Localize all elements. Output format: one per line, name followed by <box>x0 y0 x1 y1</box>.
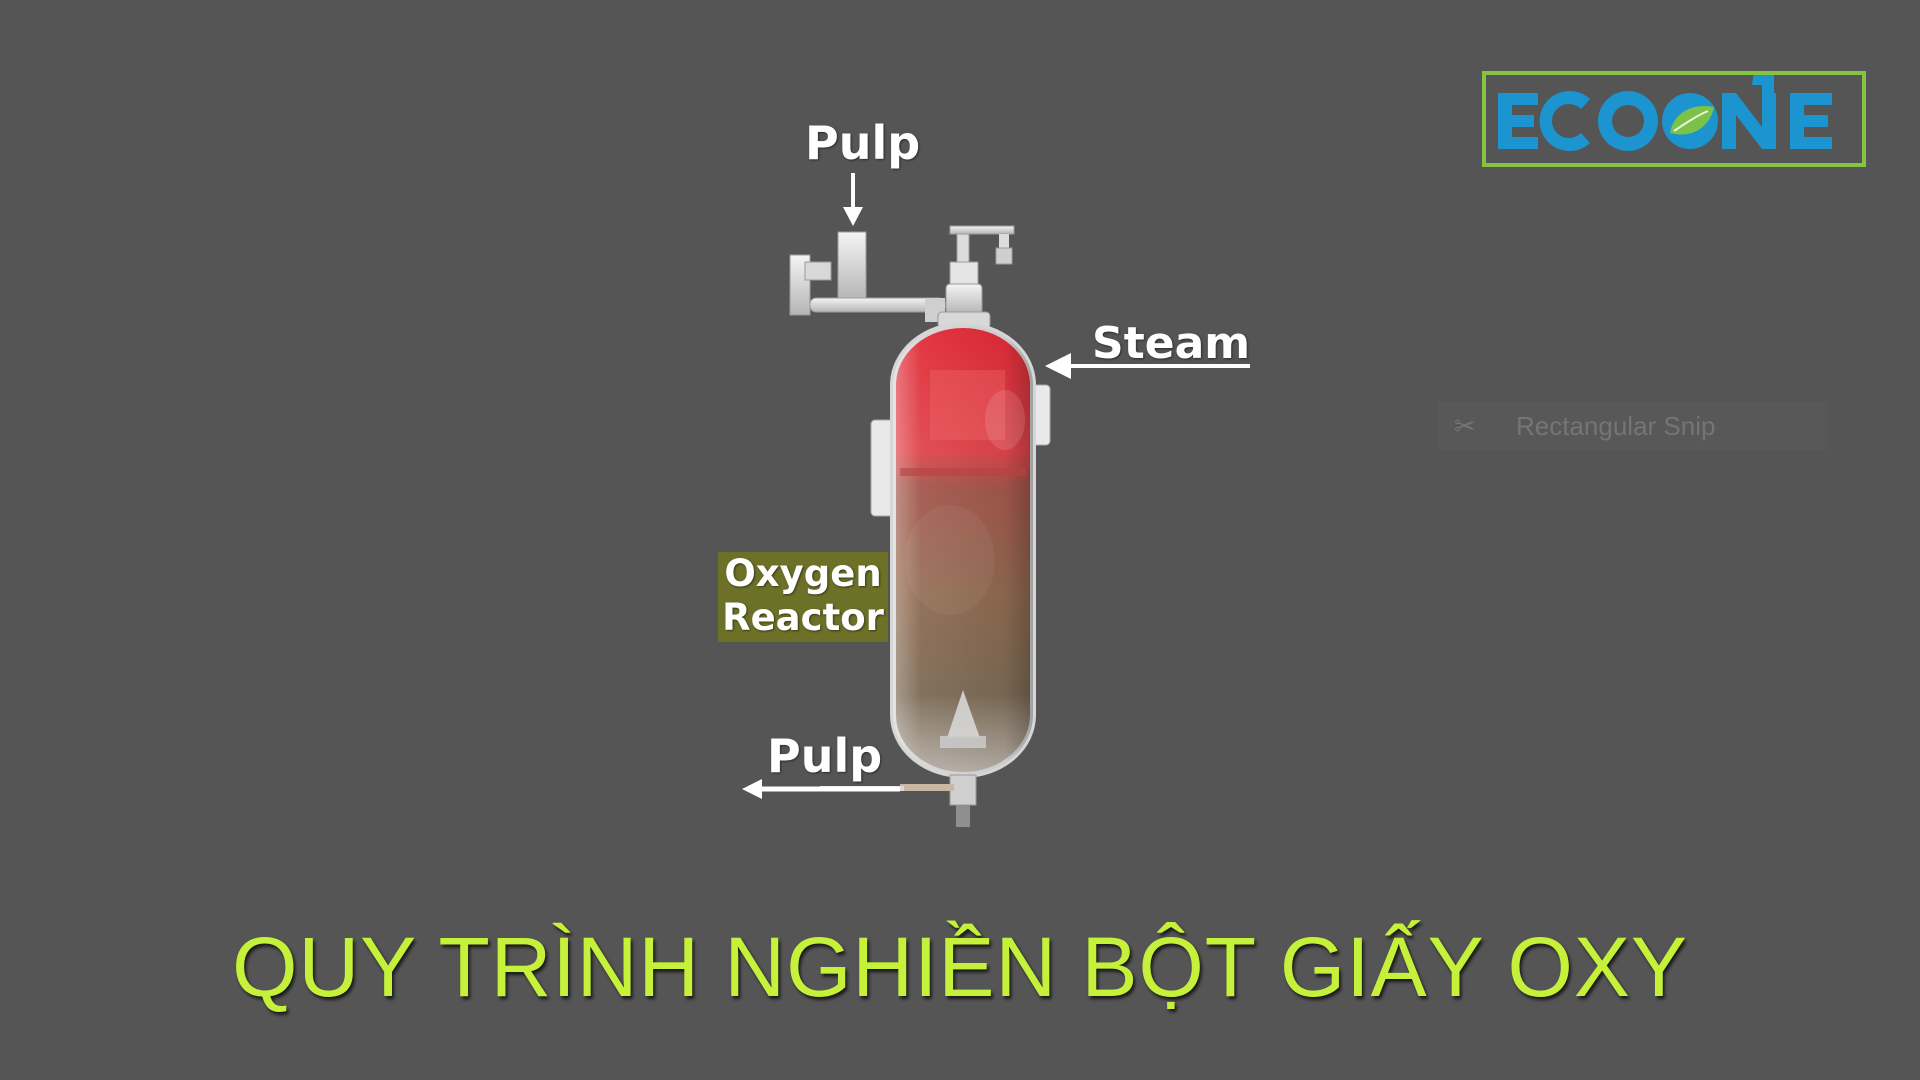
ecoone-logo <box>1482 71 1866 167</box>
rectangular-snip-overlay[interactable]: ✂ Rectangular Snip <box>1438 402 1828 450</box>
logo-graphic <box>1498 75 1832 151</box>
slide-caption: QUY TRÌNH NGHIỀN BỘT GIẤY OXY <box>232 920 1688 1014</box>
side-nozzle <box>870 419 894 517</box>
reactor-label-line1: Oxygen <box>724 552 882 595</box>
reactor-label-line2: Reactor <box>722 596 884 639</box>
leaf-icon <box>1662 93 1718 149</box>
snip-icon: ✂ <box>1454 411 1476 441</box>
pulp-inlet-label: Pulp <box>805 116 921 170</box>
pulp-outlet-arrow <box>742 779 900 799</box>
steam-label: Steam <box>1092 318 1251 369</box>
oxygen-reactor-label: Oxygen Reactor <box>718 552 888 642</box>
steam-arrow <box>1045 353 1250 379</box>
pulp-inlet-pipe <box>789 231 946 322</box>
snip-label: Rectangular Snip <box>1516 411 1716 441</box>
reactor-vessel <box>890 322 1036 778</box>
top-valve <box>937 225 1015 329</box>
pulp-inlet-arrow <box>843 173 863 226</box>
pulp-outlet-label: Pulp <box>767 729 883 783</box>
